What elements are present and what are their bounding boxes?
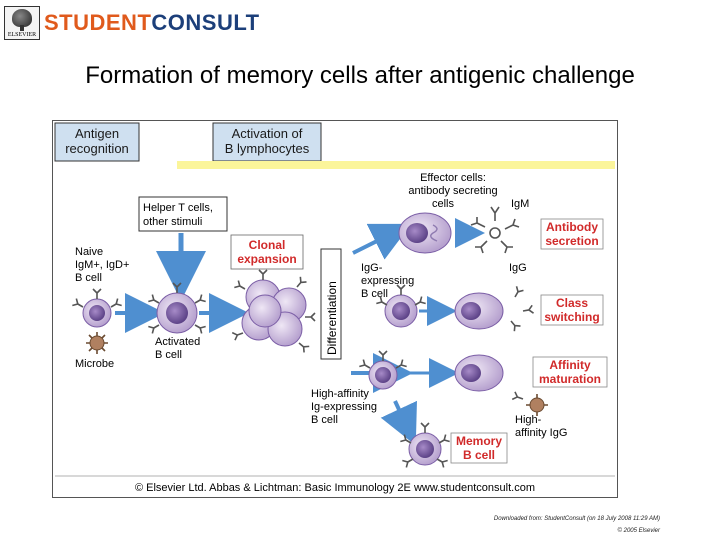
arrow-to-effector — [352, 223, 412, 260]
naive-line2: IgM+, IgD+ — [75, 259, 129, 271]
high-affinity-antigen-icon — [511, 391, 548, 416]
high-affinity-expr-line3: B cell — [311, 414, 338, 426]
antibody-secretion-line2: secretion — [545, 234, 598, 248]
memory-b-cell-box — [450, 432, 508, 464]
differentiation-label: Differentiation — [325, 281, 339, 355]
activated-line1: Activated — [155, 336, 200, 348]
high-affinity-expr-line1: High-affinity — [311, 388, 369, 400]
helper-t-box — [138, 196, 228, 232]
class-switching-line2: switching — [544, 310, 599, 324]
activated-line2: B cell — [155, 349, 182, 361]
igg-antibodies-icon — [507, 285, 535, 333]
igg-plasma-cell — [454, 292, 504, 330]
memory-line2: B cell — [463, 448, 495, 462]
naive-b-cell — [71, 288, 123, 328]
immunology-figure: Antigen recognition Activation of B lymp… — [52, 120, 618, 498]
clonal-line1: Clonal — [249, 238, 286, 252]
antigen-recognition-line1: Antigen — [75, 126, 119, 141]
downloaded-note: Downloaded from: StudentConsult (on 18 J… — [493, 516, 660, 522]
naive-line1: Naive — [75, 246, 103, 258]
plasma-cell — [398, 212, 452, 254]
igm-label: IgM — [511, 198, 529, 210]
activation-header — [212, 122, 322, 162]
affinity-maturation-line1: Affinity — [549, 358, 591, 372]
affinity-maturation-box — [532, 356, 608, 388]
student-consult-logo: ELSEVIER STUDENTCONSULT — [4, 4, 259, 40]
effector-line1: Effector cells: — [420, 172, 486, 184]
high-affinity-plasma-cell — [454, 354, 504, 392]
helper-t-line2: other stimuli — [143, 216, 202, 228]
microbe-label: Microbe — [75, 358, 114, 370]
naive-line3: B cell — [75, 272, 102, 284]
igg-expressing-line2: expressing — [361, 275, 414, 287]
elsevier-tree-icon: ELSEVIER — [4, 6, 40, 40]
antibody-secretion-line1: Antibody — [546, 220, 598, 234]
igg-expressing-b-cell — [375, 284, 427, 328]
igm-pentamer-icon — [470, 206, 520, 254]
clonal-expansion-box — [230, 234, 304, 270]
arrow-to-memory — [380, 400, 417, 446]
b-cell-diagram: Antigen recognition Activation of B lymp… — [54, 122, 615, 494]
igg-expressing-line3: B cell — [361, 288, 388, 300]
antibody-secretion-box — [540, 218, 604, 250]
slide-title: Formation of memory cells after antigeni… — [85, 62, 635, 89]
logo-wordmark: STUDENTCONSULT — [44, 10, 260, 35]
effector-line2: antibody secreting — [408, 185, 497, 197]
high-affinity-igg-line1: High- — [515, 414, 542, 426]
elsevier-wordmark: ELSEVIER — [7, 32, 37, 38]
footer-copyright: © 2005 Elsevier — [617, 528, 660, 534]
igg-expressing-line1: IgG- — [361, 262, 383, 274]
activation-line2: B lymphocytes — [225, 141, 310, 156]
antigen-recognition-line2: recognition — [65, 141, 129, 156]
activation-line1: Activation of — [232, 126, 303, 141]
clonal-line2: expansion — [237, 252, 296, 266]
activated-b-cell — [147, 282, 207, 335]
class-switching-box — [540, 294, 604, 326]
memory-b-cell — [399, 422, 451, 469]
high-affinity-b-cell — [358, 350, 408, 390]
effector-line3: cells — [432, 198, 455, 210]
helper-t-line1: Helper T cells, — [143, 202, 213, 214]
differentiation-box — [320, 248, 342, 360]
affinity-maturation-line2: maturation — [539, 372, 601, 386]
clonal-cell-cluster — [231, 269, 316, 354]
highlight-band — [177, 161, 615, 169]
class-switching-line1: Class — [556, 296, 588, 310]
memory-line1: Memory — [456, 434, 502, 448]
high-affinity-expr-line2: Ig-expressing — [311, 401, 377, 413]
figure-copyright: © Elsevier Ltd. Abbas & Lichtman: Basic … — [135, 482, 535, 494]
igg-label: IgG — [509, 262, 527, 274]
microbe-icon — [86, 332, 108, 354]
antigen-recognition-header — [54, 122, 140, 162]
high-affinity-igg-line2: affinity IgG — [515, 427, 567, 439]
